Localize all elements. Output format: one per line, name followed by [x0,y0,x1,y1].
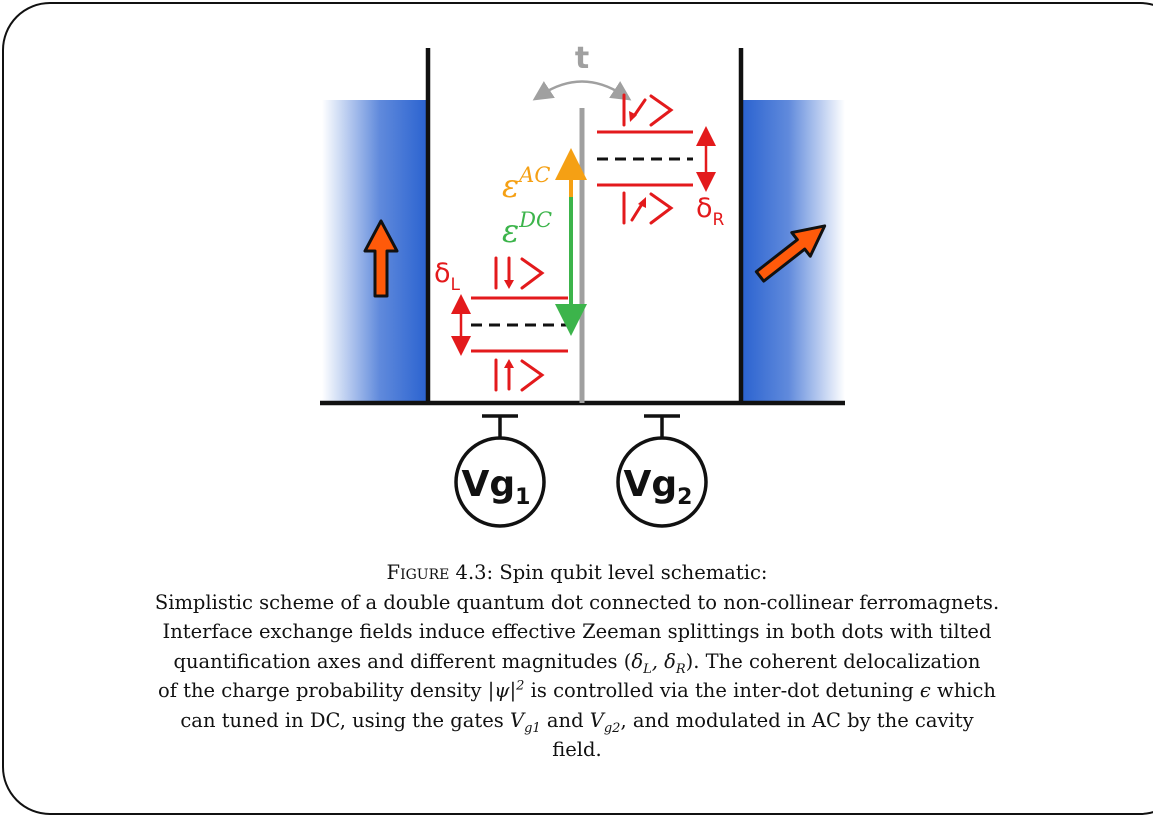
gate-1: Vg1 [454,414,546,528]
caption-line-1: Simplistic scheme of a double quantum do… [154,590,1000,614]
svg-text:Vg1: Vg1 [462,464,531,510]
right-magnetization-arrow-icon [754,224,827,283]
caption-heading: Figure 4.3: Spin qubit level schematic: [60,558,1094,588]
epsilon-ac-label: εAC [502,163,550,205]
caption-deltas: δL, δR [631,649,686,677]
caption-line-2: Interface exchange fields induce effecti… [162,620,992,643]
caption-vg2: Vg2 [589,708,621,736]
tunnel-coupling-arrow-icon [532,80,632,101]
caption-label: Figure 4.3: [386,561,494,584]
svg-text:Vg2: Vg2 [624,464,693,510]
ket-right-spin-tilted-down [622,93,674,127]
gate-2: Vg2 [616,414,708,528]
delta-left-label: δL [434,258,461,295]
caption-epsilon: ϵ [919,679,931,702]
caption-line-5: can tuned in DC, using the gates Vg1 and… [180,708,974,736]
tunnel-label: t [575,41,589,76]
double-dot-schematic: t εAC εDC δL δR [320,41,845,528]
caption-psi: |ψ|2 [487,678,525,702]
caption-line-6: field. [552,738,602,761]
epsilon-dc-label: εDC [502,208,552,250]
ket-right-spin-tilted-up [622,191,674,225]
caption-line-4: of the charge probability density |ψ|2 i… [158,678,996,702]
ket-left-spin-down [494,256,545,290]
ket-left-spin-up [494,358,545,392]
caption-title: Spin qubit level schematic: [499,561,768,584]
delta-right-label: δR [696,193,725,230]
left-magnetization-arrow-icon [363,219,399,298]
caption-vg1: Vg1 [510,708,541,736]
figure-caption: Figure 4.3: Spin qubit level schematic: … [60,558,1094,765]
caption-line-3: quantification axes and different magnit… [173,649,981,677]
